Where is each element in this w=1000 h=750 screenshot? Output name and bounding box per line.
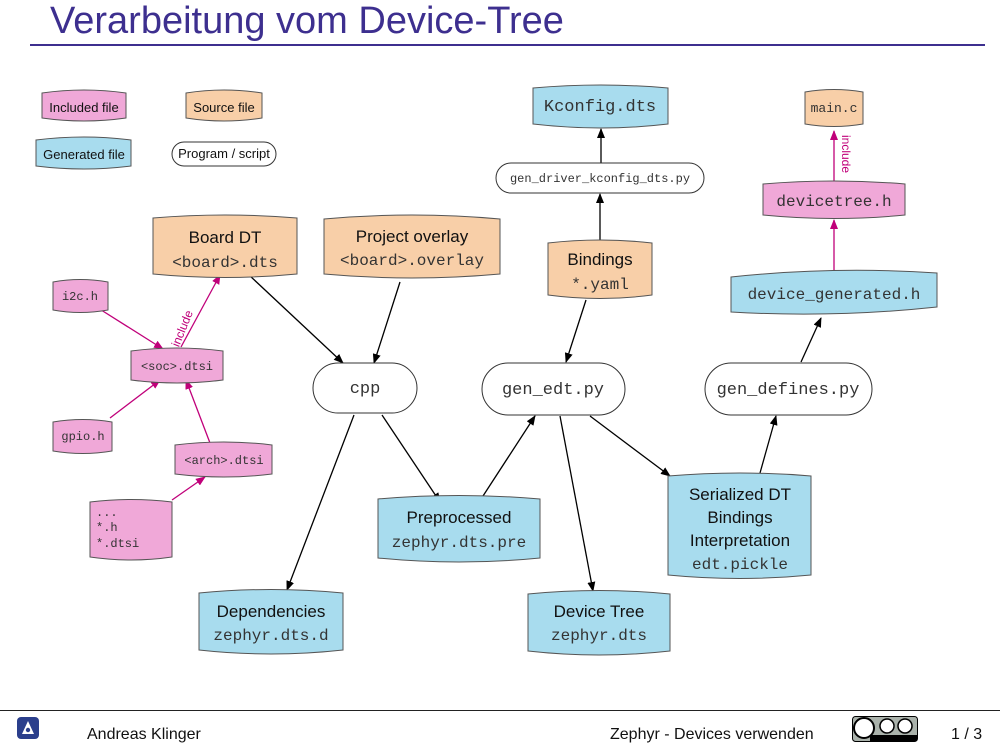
edge-bindings-genedt	[564, 299, 587, 363]
node-kconfig-dts: Kconfig.dts	[532, 84, 669, 129]
edge-cpp-dependencies	[286, 414, 355, 591]
node-device-generated-h: device_generated.h	[730, 269, 938, 315]
svg-text:edt.pickle: edt.pickle	[692, 556, 788, 574]
edge-gpio-soc	[109, 379, 161, 419]
include-edges	[97, 130, 838, 501]
svg-text:<arch>.dtsi: <arch>.dtsi	[184, 454, 263, 468]
legend-included-label: Included file	[49, 100, 118, 115]
edge-cpp-preprocessed	[381, 414, 441, 503]
edge-misc-arch	[171, 476, 206, 501]
node-bindings: Bindings *.yaml	[547, 239, 653, 299]
svg-text:Serialized DT: Serialized DT	[689, 485, 791, 504]
svg-text:*.yaml: *.yaml	[571, 276, 629, 294]
node-device-tree: Device Tree zephyr.dts	[527, 590, 671, 656]
svg-text:main.c: main.c	[811, 101, 858, 116]
svg-text:<board>.overlay: <board>.overlay	[340, 252, 484, 270]
svg-text:zephyr.dts: zephyr.dts	[551, 627, 647, 645]
svg-text:gen_edt.py: gen_edt.py	[502, 381, 604, 400]
include-label-left: include	[169, 308, 196, 349]
svg-text:*.h: *.h	[96, 521, 118, 535]
edge-serialized-gendefines	[759, 415, 778, 474]
footer-divider	[0, 710, 1000, 711]
legend-program: Program / script	[171, 141, 277, 167]
edge-gendefines-devgen	[800, 317, 822, 363]
edge-arch-soc	[185, 379, 211, 444]
svg-text:gen_driver_kconfig_dts.py: gen_driver_kconfig_dts.py	[510, 172, 690, 186]
footer-talk-title: Zephyr - Devices verwenden	[610, 726, 814, 743]
svg-text:Kconfig.dts: Kconfig.dts	[544, 98, 656, 117]
legend-included: Included file	[41, 89, 127, 122]
node-arch-dtsi: <arch>.dtsi	[174, 441, 273, 478]
node-misc-includes: ... *.h *.dtsi	[89, 499, 173, 561]
svg-text:Board DT: Board DT	[189, 228, 262, 247]
institution-logo-icon	[17, 717, 39, 739]
edge-board-cpp	[248, 274, 344, 364]
edge-preprocessed-genedt	[482, 415, 536, 497]
include-label-right: include	[839, 135, 853, 173]
svg-text:device_generated.h: device_generated.h	[748, 286, 921, 304]
node-project-overlay: Project overlay <board>.overlay	[323, 214, 501, 279]
node-cpp: cpp	[312, 362, 418, 414]
legend-program-label: Program / script	[178, 146, 270, 161]
svg-text:Interpretation: Interpretation	[690, 531, 790, 550]
footer-author: Andreas Klinger	[87, 726, 201, 743]
page-title: Verarbeitung vom Device-Tree	[50, 0, 564, 42]
legend-generated: Generated file	[35, 136, 132, 170]
edge-genedt-serialized	[589, 415, 671, 477]
svg-text:Bindings: Bindings	[567, 250, 632, 269]
svg-text:cpp: cpp	[350, 380, 381, 399]
svg-text:<soc>.dtsi: <soc>.dtsi	[141, 360, 213, 374]
svg-text:Bindings: Bindings	[707, 508, 772, 527]
svg-text:gpio.h: gpio.h	[61, 430, 104, 444]
title-divider	[30, 44, 985, 46]
node-soc-dtsi: <soc>.dtsi	[130, 347, 224, 384]
node-dependencies: Dependencies zephyr.dts.d	[198, 589, 344, 655]
page-number: 1 / 3	[951, 726, 983, 743]
node-i2c-h: i2c.h	[52, 279, 109, 313]
svg-text:zephyr.dts.pre: zephyr.dts.pre	[392, 534, 526, 552]
svg-text:Preprocessed: Preprocessed	[407, 508, 512, 527]
node-board-dt: Board DT <board>.dts	[152, 214, 298, 278]
svg-text:*.dtsi: *.dtsi	[96, 537, 139, 551]
node-gpio-h: gpio.h	[52, 419, 113, 454]
legend-source: Source file	[185, 89, 263, 122]
node-gen-defines: gen_defines.py	[704, 362, 873, 416]
svg-text:Dependencies: Dependencies	[217, 602, 326, 621]
svg-text:Project overlay: Project overlay	[356, 227, 469, 246]
svg-text:gen_defines.py: gen_defines.py	[717, 381, 860, 400]
edge-overlay-cpp	[372, 281, 401, 364]
edge-soc-board	[180, 274, 221, 348]
legend-generated-label: Generated file	[43, 147, 125, 162]
node-preprocessed: Preprocessed zephyr.dts.pre	[377, 495, 541, 563]
node-gen-edt: gen_edt.py	[481, 362, 626, 416]
legend-source-label: Source file	[193, 100, 254, 115]
svg-text:devicetree.h: devicetree.h	[776, 193, 891, 211]
svg-text:zephyr.dts.d: zephyr.dts.d	[213, 627, 328, 645]
node-serialized: Serialized DT Bindings Interpretation ed…	[667, 472, 812, 579]
svg-text:i2c.h: i2c.h	[62, 290, 98, 304]
svg-text:...: ...	[96, 506, 118, 520]
edge-i2c-soc	[97, 307, 164, 350]
node-gen-driver-kconfig: gen_driver_kconfig_dts.py	[495, 162, 705, 194]
device-tree-diagram: Included file Source file Generated file…	[35, 84, 938, 656]
svg-text:<board>.dts: <board>.dts	[172, 254, 278, 272]
node-devicetree-h: devicetree.h	[762, 180, 906, 219]
cc-by-sa-icon	[852, 716, 918, 742]
svg-text:Device Tree: Device Tree	[554, 602, 645, 621]
edges	[248, 128, 822, 592]
node-main-c: main.c	[804, 89, 864, 127]
edge-genedt-devtree	[559, 415, 596, 592]
